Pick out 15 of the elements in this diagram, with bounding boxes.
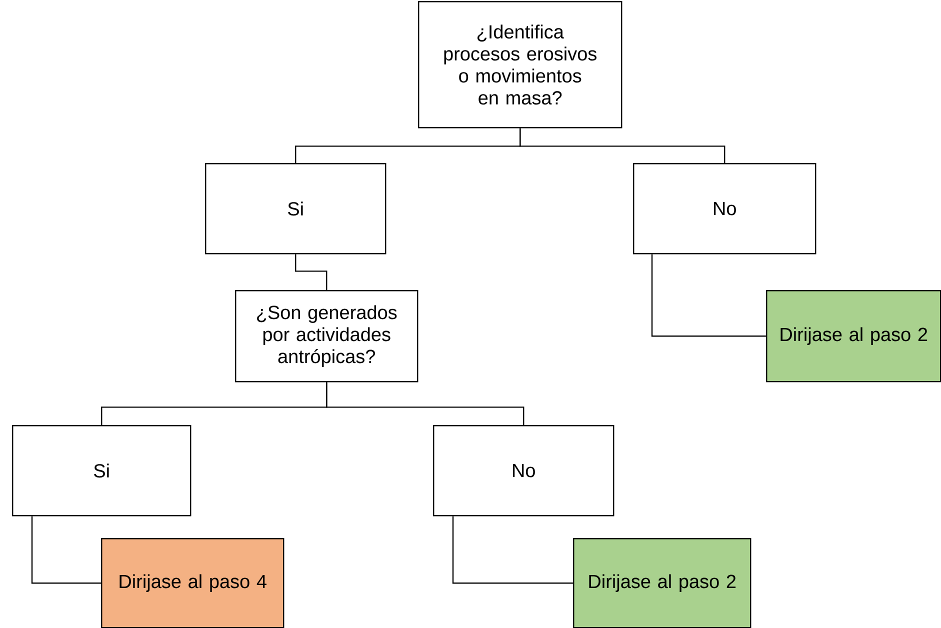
instruction-box: Dirijase al paso 2 <box>766 290 941 382</box>
question-box: ¿Son generados por actividades antrópicas? <box>235 290 418 382</box>
answer-box: Si <box>205 163 386 254</box>
connector-line <box>31 516 101 584</box>
connector-line <box>651 254 766 337</box>
answer-box: No <box>433 425 614 516</box>
instruction-box: Dirijase al paso 2 <box>573 538 752 628</box>
connector-line <box>295 254 328 290</box>
connector-line <box>520 128 726 163</box>
answer-box: No <box>633 163 816 254</box>
connector-line <box>326 382 524 425</box>
answer-box: Si <box>12 425 192 516</box>
connector-line <box>452 516 573 584</box>
question-box: ¿Identifica procesos erosivos o movimientos en masa? <box>418 1 622 128</box>
instruction-box: Dirijase al paso 4 <box>101 538 284 628</box>
